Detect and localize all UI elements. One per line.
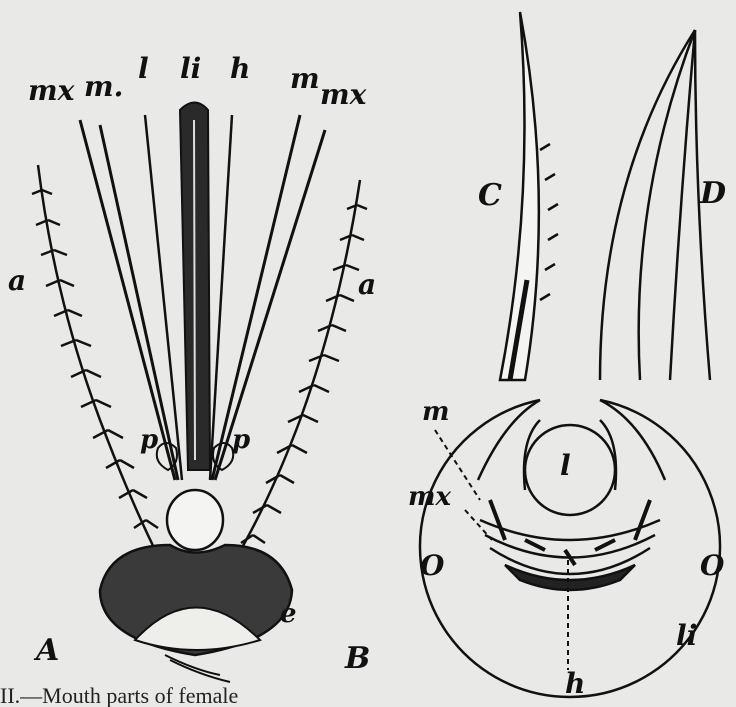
stylet-tip-drawing [600, 30, 710, 380]
label-p-right: p [232, 425, 250, 455]
label-m-section: m [422, 397, 450, 427]
head-and-mouthparts-drawing [32, 103, 367, 683]
label-o-left: O [420, 549, 445, 582]
clypeus [167, 490, 223, 550]
labium-groove-left [478, 400, 540, 480]
toothed-stylet-drawing [500, 12, 558, 380]
label-a-right: a [358, 268, 376, 301]
neck-fibers [165, 655, 230, 682]
label-m-left: m. [84, 70, 123, 103]
label-o-right: O [700, 549, 725, 582]
label-li-top: li [180, 52, 201, 85]
antenna-left [32, 165, 160, 560]
panel-label-a: A [33, 633, 59, 668]
labium-outline [420, 400, 720, 697]
antenna-right [235, 180, 367, 560]
label-h-top: h [230, 52, 250, 85]
hypopharynx-section [505, 565, 635, 590]
label-p-left: p [140, 425, 158, 455]
label-li-section: li [676, 619, 697, 652]
panel-label-b: B [344, 641, 370, 676]
label-l-section: l [560, 449, 571, 482]
panel-label-d: D [699, 176, 726, 211]
label-m-right: m [290, 62, 320, 95]
label-mx-left: mx [28, 74, 75, 107]
mandible-right [212, 115, 300, 480]
panel-label-c: C [478, 178, 502, 213]
label-a-left: a [8, 264, 26, 297]
figure-caption-fragment: II.—Mouth parts of female [0, 683, 238, 707]
label-h-section: h [565, 667, 585, 700]
maxilla-left [80, 120, 175, 480]
cross-section-drawing [420, 400, 720, 697]
labium-highlight [194, 120, 195, 460]
labium-groove-right [600, 400, 665, 480]
mandible-left [100, 125, 178, 480]
label-mx-right: mx [320, 78, 367, 111]
label-l-top: l [138, 52, 149, 85]
hypopharynx-stylet [210, 115, 232, 480]
label-mx-section: mx [408, 482, 452, 512]
label-e: e [280, 599, 297, 629]
